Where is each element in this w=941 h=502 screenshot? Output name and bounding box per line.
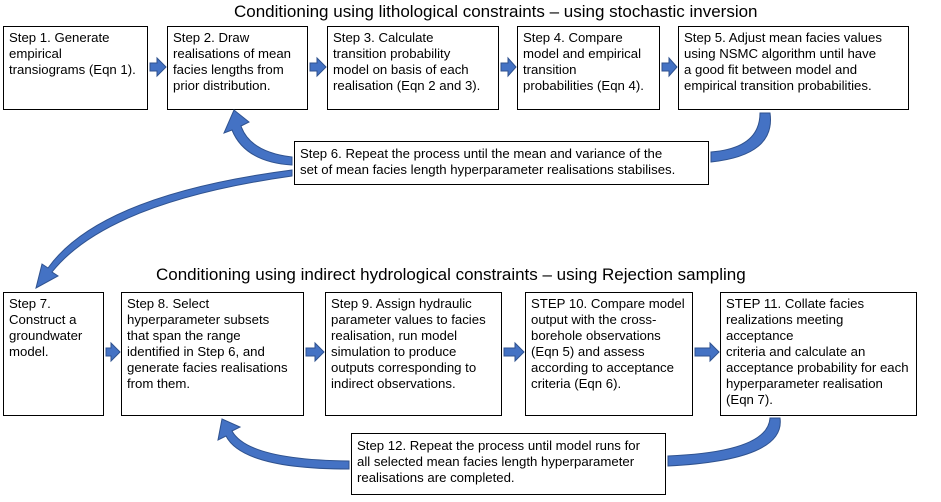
arrow-step7-to-step8 <box>105 341 121 363</box>
step-12-box: Step 12. Repeat the process until model … <box>351 433 666 495</box>
step-7-box: Step 7. Construct a groundwater model. <box>3 292 104 416</box>
arrow-step1-to-step2 <box>149 56 167 78</box>
arrow-step3-to-step4 <box>500 56 517 78</box>
step-5-box: Step 5. Adjust mean facies values using … <box>678 26 909 110</box>
section1-title: Conditioning using lithological constrai… <box>234 2 758 21</box>
arrow-step8-to-step9 <box>305 341 325 363</box>
step-4-box: Step 4. Compare model and empirical tran… <box>517 26 660 110</box>
step-10-box: STEP 10. Compare model output with the c… <box>525 292 693 416</box>
arrow-step9-to-step10 <box>503 341 525 363</box>
step-6-box: Step 6. Repeat the process until the mea… <box>294 141 709 185</box>
arrow-step4-to-step5 <box>661 56 678 78</box>
step-9-box: Step 9. Assign hydraulic parameter value… <box>325 292 502 416</box>
arrow-step10-to-step11 <box>694 341 720 363</box>
arrow-step5-to-step6 <box>710 112 771 163</box>
arrow-step2-to-step3 <box>309 56 327 78</box>
arrow-step6-to-step2 <box>223 109 293 166</box>
step-2-box: Step 2. Draw realisations of mean facies… <box>167 26 308 110</box>
arrow-step12-to-step8 <box>217 418 350 470</box>
arrow-step11-to-step12 <box>667 417 781 467</box>
step-3-box: Step 3. Calculate transition probability… <box>327 26 499 110</box>
step-11-box: STEP 11. Collate facies realizations mee… <box>720 292 917 416</box>
step-8-box: Step 8. Select hyperparameter subsets th… <box>121 292 304 416</box>
arrow-step6-to-step7 <box>35 169 293 289</box>
step-1-box: Step 1. Generate empirical transiograms … <box>3 26 148 110</box>
section2-title: Conditioning using indirect hydrological… <box>156 265 746 284</box>
